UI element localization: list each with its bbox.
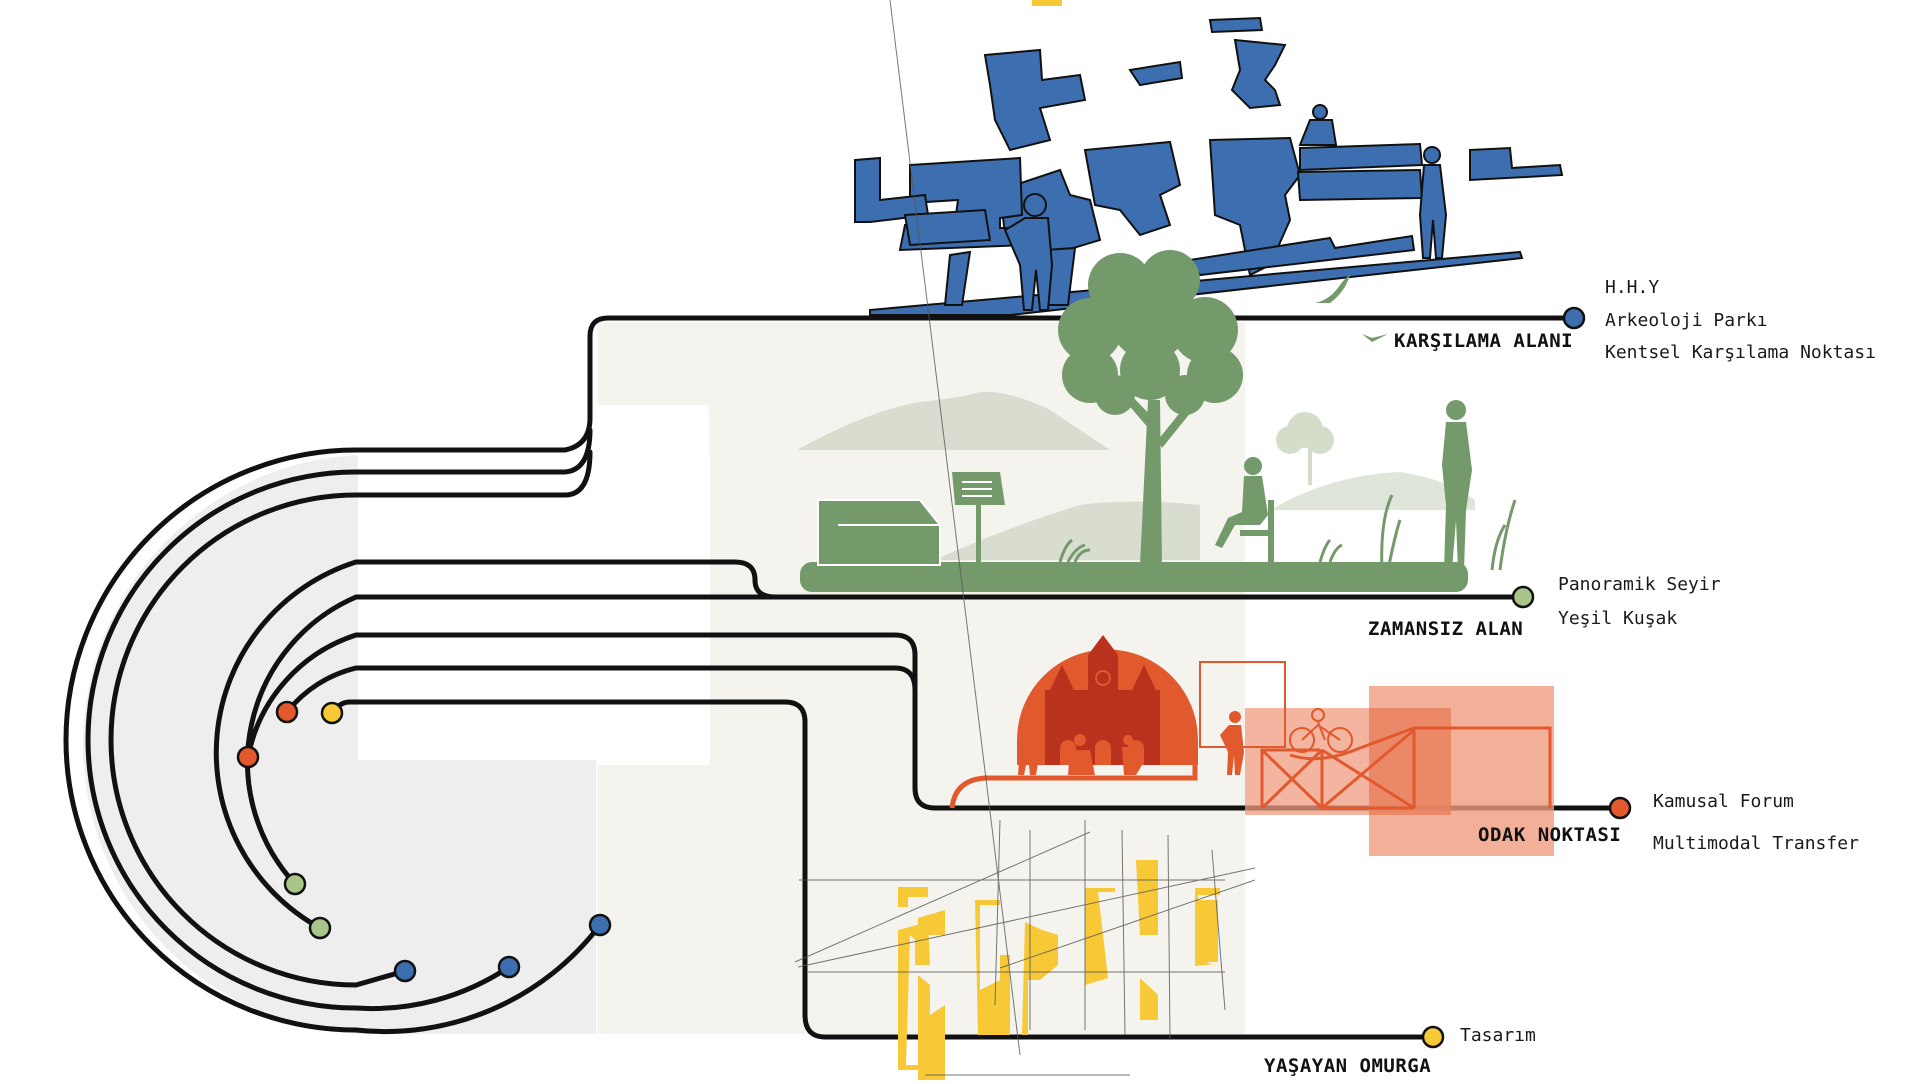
ruin-block-9 [1128, 60, 1184, 87]
arc-endpoint-dot-blue [497, 955, 521, 979]
ruin-block-10 [1208, 16, 1264, 34]
arc-endpoint-dot-orange [275, 700, 299, 724]
layer-desc-odak-1: Kamusal Forum [1653, 791, 1794, 812]
panel-white-middle [358, 455, 710, 760]
people-orange [1018, 711, 1244, 775]
ruin-block-16 [943, 250, 972, 306]
background-hill-3 [1270, 472, 1475, 510]
layer-title-yasayan: YAŞAYAN OMURGA [1264, 1055, 1432, 1077]
layer-title-karsilama: KARŞILAMA ALANI [1392, 330, 1576, 352]
terminal-dot-odak [1608, 796, 1632, 820]
bridge-truss [1260, 726, 1552, 810]
line-karsilama-2 [85, 427, 593, 1012]
grid-lines [794, 0, 1256, 1076]
line-yasayan [330, 699, 1436, 1040]
ruin-block-1 [983, 48, 1087, 152]
standing-person [1442, 400, 1472, 570]
layer-desc-zamansiz-2: Yeşil Kuşak [1558, 608, 1678, 629]
person-head [1423, 146, 1441, 164]
line-odak-2 [284, 665, 918, 715]
person-body [1003, 217, 1054, 311]
layer-title-zamansiz: ZAMANSIZ ALAN [1368, 618, 1524, 640]
arc-endpoint-dot-orange [236, 745, 260, 769]
arc-endpoint-dots [236, 700, 612, 983]
ruin-block-12 [903, 208, 992, 247]
people-silhouettes-blue [1003, 104, 1448, 311]
line-karsilama-3 [108, 449, 593, 988]
layer-desc-odak-2: Multimodal Transfer [1653, 833, 1859, 854]
green-landscape-illustration [797, 250, 1517, 592]
terminal-dot-yasayan [1421, 1025, 1445, 1049]
ruin-block-13 [1188, 234, 1416, 277]
ruin-block-7 [1299, 142, 1424, 172]
layer-desc-yasayan-1: Tasarım [1460, 1025, 1536, 1046]
seated-person [1215, 457, 1274, 562]
info-kiosk [817, 499, 941, 566]
layer-title-odak: ODAK NOKTASI [1478, 824, 1622, 846]
info-sign [952, 472, 1005, 565]
line-zamansiz-2 [245, 594, 1526, 887]
ruin-block-5 [1208, 136, 1302, 277]
arc-endpoint-dot-blue [393, 959, 417, 983]
large-tree [1058, 250, 1243, 565]
arc-endpoint-dot-yellow [320, 701, 344, 725]
ruin-block-11 [854, 156, 930, 223]
fade-block-2 [1245, 708, 1451, 815]
circle-backdrop-left [83, 455, 356, 1034]
arc-endpoint-dot-green-light [308, 916, 332, 940]
focal-point-illustration [949, 635, 1554, 856]
living-backbone-illustration [794, 0, 1256, 1084]
terminal-dot-zamansiz [1511, 585, 1535, 609]
ruin-block-4 [1083, 140, 1182, 237]
platform-outline [949, 740, 1198, 809]
layer-desc-karsilama-2: Arkeoloji Parkı [1605, 310, 1768, 331]
line-karsilama-1 [63, 315, 1577, 1035]
faded-tree [1276, 412, 1334, 485]
person-body [1298, 119, 1338, 146]
bird-small-icon [1362, 334, 1388, 342]
line-odak-1 [245, 632, 1623, 811]
ruin-block-14 [1469, 146, 1564, 182]
cyclist-icon [1289, 708, 1353, 753]
arc-endpoint-dot-green-light [283, 872, 307, 896]
fade-block-3 [1369, 708, 1451, 815]
building-footprints [898, 0, 1220, 1084]
arc-endpoint-dot-blue [588, 913, 612, 937]
background-hill-1 [797, 391, 1110, 450]
background-hill-2 [935, 501, 1200, 560]
line-system [63, 315, 1623, 1040]
person-head [1023, 193, 1047, 217]
bird-icon [1315, 275, 1350, 303]
ground-platform [800, 562, 1468, 592]
terminal-dot-karsilama [1562, 306, 1586, 330]
ruin-block-6 [1230, 38, 1287, 110]
layer-desc-zamansiz-1: Panoramik Seyir [1558, 574, 1721, 595]
layer-desc-karsilama-1: H.H.Y [1605, 277, 1660, 298]
grass-tufts [1058, 494, 1517, 571]
line-zamansiz-1 [213, 559, 1526, 931]
person-body [1418, 164, 1448, 259]
person-head [1312, 104, 1328, 120]
ruin-block-8 [1296, 168, 1424, 202]
layer-terminal-dots [1421, 306, 1632, 1049]
archaeology-park-illustration [854, 16, 1564, 316]
layer-desc-karsilama-3: Kentsel Karşılama Noktası [1605, 342, 1876, 363]
